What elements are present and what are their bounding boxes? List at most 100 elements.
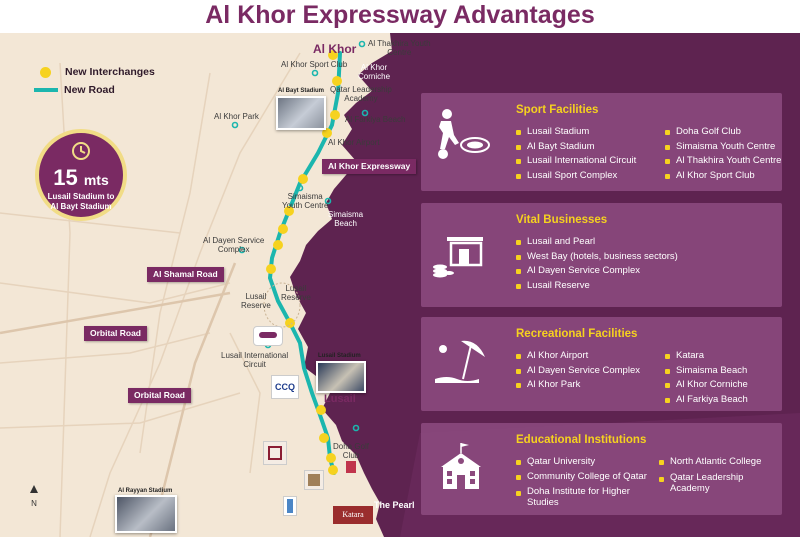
panel-list-col1: Al Khor Airport Al Dayen Service Complex… — [516, 349, 640, 393]
label-al-dayen-service-complex: Al Dayen Service Complex — [203, 236, 264, 254]
label-line: Corniche — [358, 72, 391, 81]
label-line: Reserve — [241, 301, 271, 310]
label-line: Simaisma — [328, 210, 364, 219]
interchange — [285, 318, 295, 328]
label-lusail-reserve-right: Lusail Reserve — [281, 284, 311, 302]
north-atlantic-logo — [283, 496, 297, 516]
list-item: Lusail Sport Complex — [516, 169, 636, 184]
label-line: Reserve — [281, 293, 311, 302]
interchange — [330, 110, 340, 120]
list-item: Al Khor Corniche — [665, 378, 748, 393]
al-khor-expressway-route — [267, 51, 342, 475]
doha-golf-logo — [346, 461, 356, 473]
panel-list-col2: Doha Golf Club Simaisma Youth Centre Al … — [665, 125, 781, 183]
label-line: Circuit — [243, 360, 266, 369]
label-line: Lusail — [285, 284, 307, 293]
interchange — [328, 50, 338, 60]
institute-logo — [304, 470, 324, 490]
list-item: Al Khor Sport Club — [665, 169, 781, 184]
interchange — [326, 453, 336, 463]
label-line: Al Dayen Service — [203, 236, 265, 245]
al-bayt-stadium-photo — [276, 96, 326, 130]
legend-interchanges: New Interchanges — [34, 63, 155, 81]
list-item: Doha Golf Club — [665, 125, 781, 140]
label-simaisma-beach: Simaisma Beach — [328, 210, 363, 228]
label-al-khor-sport-club: Al Khor Sport Club — [281, 60, 348, 69]
label-line: Academy — [344, 94, 378, 103]
compass: N — [30, 485, 38, 508]
interchange — [284, 206, 294, 216]
list-item: Lusail Reserve — [516, 279, 678, 294]
list-item: Al Bayt Stadium — [516, 140, 636, 155]
logo-mark — [259, 332, 277, 338]
label-line: Lusail International — [221, 351, 289, 360]
label-qatar-leadership-academy: Qatar Leadership Academy — [330, 85, 392, 103]
label-al-thakhira-youth-centre: Al Thakhira Youth Centre — [368, 39, 431, 57]
lusail-circuit-logo — [253, 326, 283, 346]
timer-unit: mts — [83, 172, 109, 188]
panel-educational-institutions: Educational Institutions Qatar Universit… — [421, 423, 782, 515]
label-line: Simaisma — [287, 192, 323, 201]
label-simaisma-youth-centre: Simaisma Youth Centre — [282, 192, 328, 210]
list-item: Qatar Leadership Academy — [659, 472, 760, 494]
label-orbital-road-1: Orbital Road — [84, 326, 148, 341]
list-item: Al Khor Park — [516, 378, 640, 393]
map-pin-icon — [358, 40, 366, 48]
katara-logo: Katara — [333, 506, 373, 524]
map-pin-icon — [296, 184, 304, 192]
label-al-khor-park: Al Khor Park — [214, 112, 259, 121]
list-item: Doha Institute for Higher Studies — [516, 486, 647, 508]
caption-al-rayyan-stadium: Al Rayyan Stadium — [118, 488, 173, 494]
interchange — [316, 405, 326, 415]
label-line: Centre — [387, 48, 412, 57]
secondary-roads — [0, 52, 301, 537]
label-line: Complex — [217, 245, 250, 254]
label-lusail: Lusail — [324, 393, 356, 405]
lusail-reserve-area — [263, 282, 301, 328]
list-item: North Atlantic College — [659, 455, 761, 470]
interchange — [266, 264, 276, 274]
label-line: Club — [342, 451, 360, 460]
label-orbital-road-2: Orbital Road — [128, 388, 192, 403]
caption-al-bayt-stadium: Al Bayt Stadium — [278, 88, 325, 94]
list-item: Qatar University — [516, 455, 647, 470]
map-pin-icon — [238, 246, 246, 254]
interchange — [322, 128, 332, 138]
map-pin-icon — [352, 424, 360, 432]
list-item: Al Dayen Service Complex — [516, 364, 640, 379]
school-building-icon — [441, 443, 481, 489]
label-line: Beach — [334, 219, 357, 228]
label-doha-golf-club: Doha Golf Club — [333, 442, 369, 460]
list-item: Al Dayen Service Complex — [516, 264, 678, 279]
list-item: West Bay (hotels, business sectors) — [516, 250, 678, 265]
ccq-logo-text: CCQ — [275, 382, 295, 392]
al-rayyan-stadium-photo — [115, 495, 177, 533]
map-pin-icon — [361, 109, 369, 117]
label-al-khor: Al Khor — [313, 42, 357, 56]
road-line-icon — [34, 88, 58, 92]
travel-time-badge: 15 mts Lusail Stadium to Al Bayt Stadium — [35, 129, 127, 221]
panel-vital-businesses: Vital Businesses Lusail and Pearl West B… — [421, 203, 782, 307]
label-al-shamal-road: Al Shamal Road — [147, 267, 224, 282]
list-item: Simaisma Youth Centre — [665, 140, 781, 155]
ccq-logo: CCQ — [271, 375, 299, 399]
label-line: Al Thakhira Youth — [368, 39, 431, 48]
panel-list-col2: Katara Simaisma Beach Al Khor Corniche A… — [665, 349, 748, 407]
logo-mark — [308, 474, 320, 486]
timer-caption-line2: Al Bayt Stadium — [50, 202, 112, 211]
label-lusail-international-circuit: Lusail International Circuit — [221, 351, 288, 369]
label-line: Qatar Leadership — [330, 85, 392, 94]
clock-icon — [72, 142, 90, 160]
label-the-pearl: The Pearl — [374, 500, 415, 510]
list-item: Lusail Stadium — [516, 125, 636, 140]
list-item: Al Thakhira Youth Centre — [665, 154, 781, 169]
label-line: Lusail — [245, 292, 267, 301]
panel-list-col2: North Atlantic College Qatar Leadership … — [659, 455, 761, 494]
timer-value: 15 — [53, 165, 78, 190]
panel-title: Sport Facilities — [516, 104, 599, 116]
label-line: Youth Centre — [282, 201, 329, 210]
lusail-stadium-photo — [316, 361, 366, 393]
map-legend: New Interchanges New Road — [34, 63, 155, 99]
logo-mark — [268, 446, 282, 460]
list-item: Simaisma Beach — [665, 364, 748, 379]
